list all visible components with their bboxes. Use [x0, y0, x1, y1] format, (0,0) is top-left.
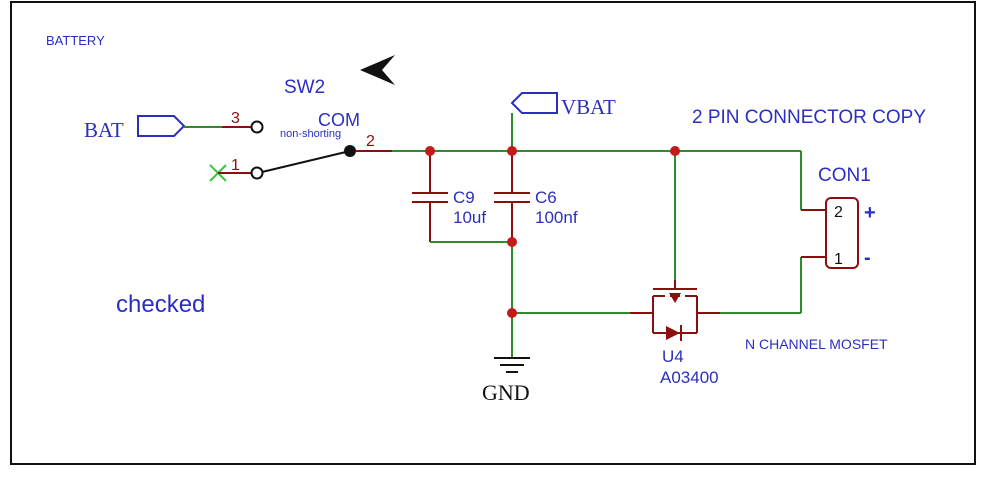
switch-pin-1: 1: [231, 157, 240, 174]
vbat-flag: [510, 92, 558, 114]
switch-lever: [261, 150, 351, 173]
junction-dot: [507, 308, 517, 318]
switch-pin-3: 3: [231, 110, 240, 127]
sw-contact-3: [250, 120, 264, 134]
net-label-bat: BAT: [84, 118, 124, 142]
sw-contact-1: [250, 166, 264, 180]
connector-body: [825, 197, 859, 269]
net-label-gnd: GND: [482, 380, 530, 405]
connector-ref: CON1: [818, 165, 871, 186]
switch-pin-2: 2: [366, 133, 375, 150]
mosfet-part: A03400: [660, 368, 719, 387]
sheet-title: BATTERY: [46, 33, 105, 48]
sheet-frame: [10, 1, 976, 465]
net-label-vbat: VBAT: [561, 95, 616, 119]
switch-ref: SW2: [284, 77, 325, 98]
connector-pin-1: 1: [834, 251, 843, 268]
c9-value: 10uf: [453, 208, 486, 227]
body-diode-icon: [666, 326, 680, 340]
connector-minus: -: [864, 247, 871, 269]
junction-dot: [670, 146, 680, 156]
connector-plus: +: [864, 202, 876, 224]
junction-dot: [507, 146, 517, 156]
status-note: checked: [116, 291, 205, 318]
connector-pin-2: 2: [834, 204, 843, 221]
switch-common-label: COM: [318, 110, 360, 130]
mosfet-arrow: [669, 293, 681, 303]
cursor-arrow-icon: [360, 55, 395, 85]
c9-ref: C9: [453, 188, 475, 207]
junction-dot: [507, 237, 517, 247]
switch-type-label: non-shorting: [280, 128, 341, 140]
connector-section-title: 2 PIN CONNECTOR COPY: [692, 107, 926, 128]
junction-dot: [425, 146, 435, 156]
mosfet-ref: U4: [662, 347, 684, 366]
bat-flag: [137, 115, 186, 137]
sw-contact-common: [344, 145, 356, 157]
mosfet-note: N CHANNEL MOSFET: [745, 336, 888, 352]
c6-value: 100nf: [535, 208, 578, 227]
c6-ref: C6: [535, 188, 557, 207]
